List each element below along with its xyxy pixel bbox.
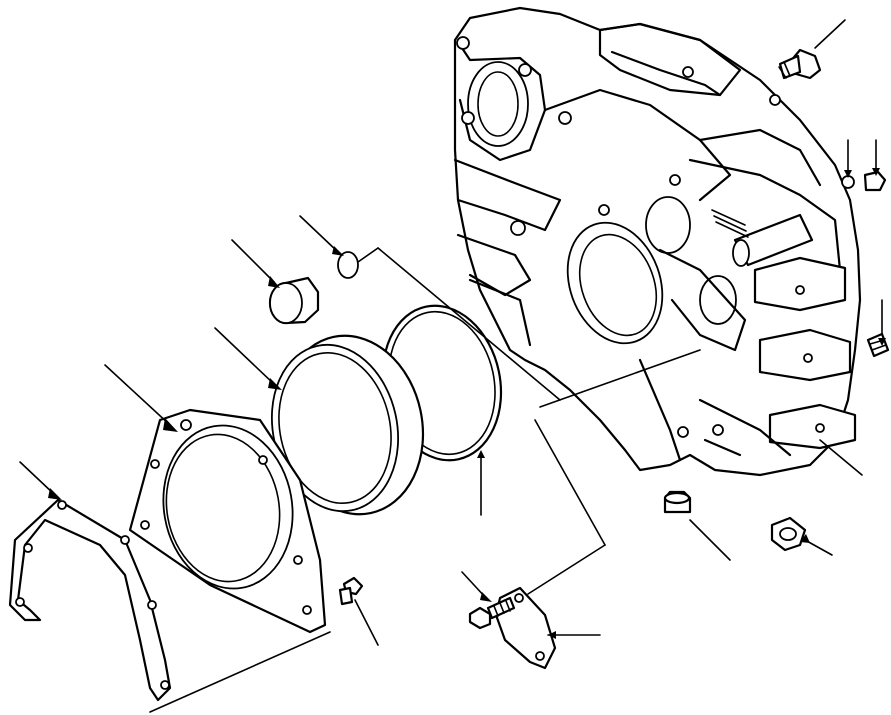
cover-bolt [461,571,516,630]
hose-clip [770,516,833,556]
housing-leader-2 [539,349,701,408]
retainer-bolt [338,576,379,646]
seal-retainer [104,364,327,634]
oil-seal [214,327,425,516]
housing-leader [819,439,863,476]
cap-o-ring [299,215,561,401]
mounting-bolt-top [778,19,846,80]
hex-plug [863,139,887,192]
flywheel-housing [453,6,862,477]
side-plug-bolt [866,299,890,358]
gasket [8,461,331,713]
small-washer [841,139,855,189]
rubber-plug [663,490,731,561]
inspection-cover [494,419,606,670]
cap-plug [231,239,320,325]
